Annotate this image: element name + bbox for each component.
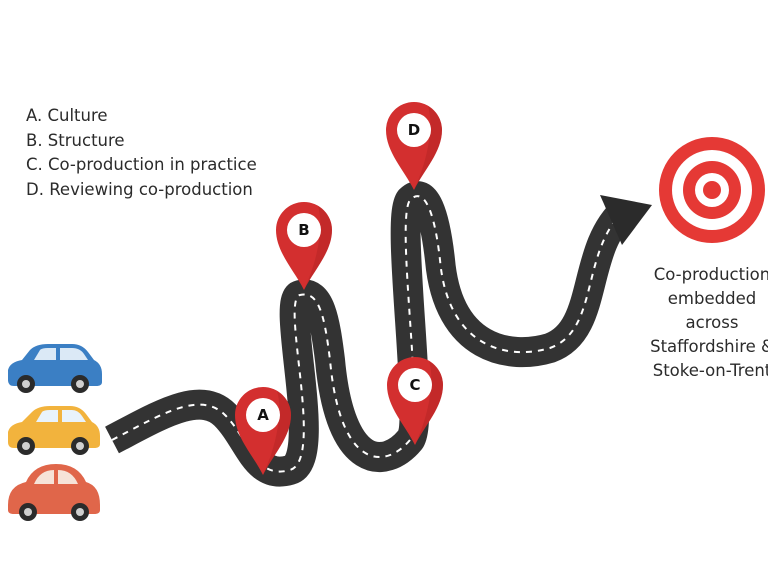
- arrow-head-icon: [600, 195, 652, 245]
- road-surface: [105, 181, 636, 487]
- legend-item-d: D. Reviewing co-production: [26, 179, 253, 199]
- red-car-icon: [8, 464, 100, 521]
- legend-item-b: B. Structure: [26, 130, 125, 150]
- goal-line-1: Co-production: [653, 265, 768, 284]
- pin-label-a: A: [257, 406, 269, 424]
- pin-marker-d: D: [386, 102, 442, 190]
- target-icon: [659, 137, 765, 243]
- goal-line-2: embedded: [667, 289, 757, 308]
- pin-label-d: D: [408, 121, 420, 139]
- legend-list: A. Culture B. Structure C. Co-production…: [26, 104, 257, 202]
- pin-label-b: B: [298, 221, 309, 239]
- goal-description: Co-production embedded across Staffordsh…: [612, 263, 768, 383]
- pin-marker-c: C: [387, 357, 443, 445]
- pin-marker-a: A: [235, 387, 291, 475]
- legend-item-c: C. Co-production in practice: [26, 155, 257, 174]
- goal-line-4: Staffordshire &: [650, 337, 768, 356]
- pin-label-c: C: [409, 376, 420, 394]
- pin-marker-b: B: [276, 202, 332, 290]
- goal-line-5: Stoke-on-Trent: [652, 361, 768, 380]
- legend-item-a: A. Culture: [26, 106, 108, 125]
- blue-car-icon: [8, 344, 102, 393]
- yellow-car-icon: [8, 406, 100, 455]
- goal-line-3: across: [685, 313, 739, 332]
- winding-road: [105, 181, 652, 487]
